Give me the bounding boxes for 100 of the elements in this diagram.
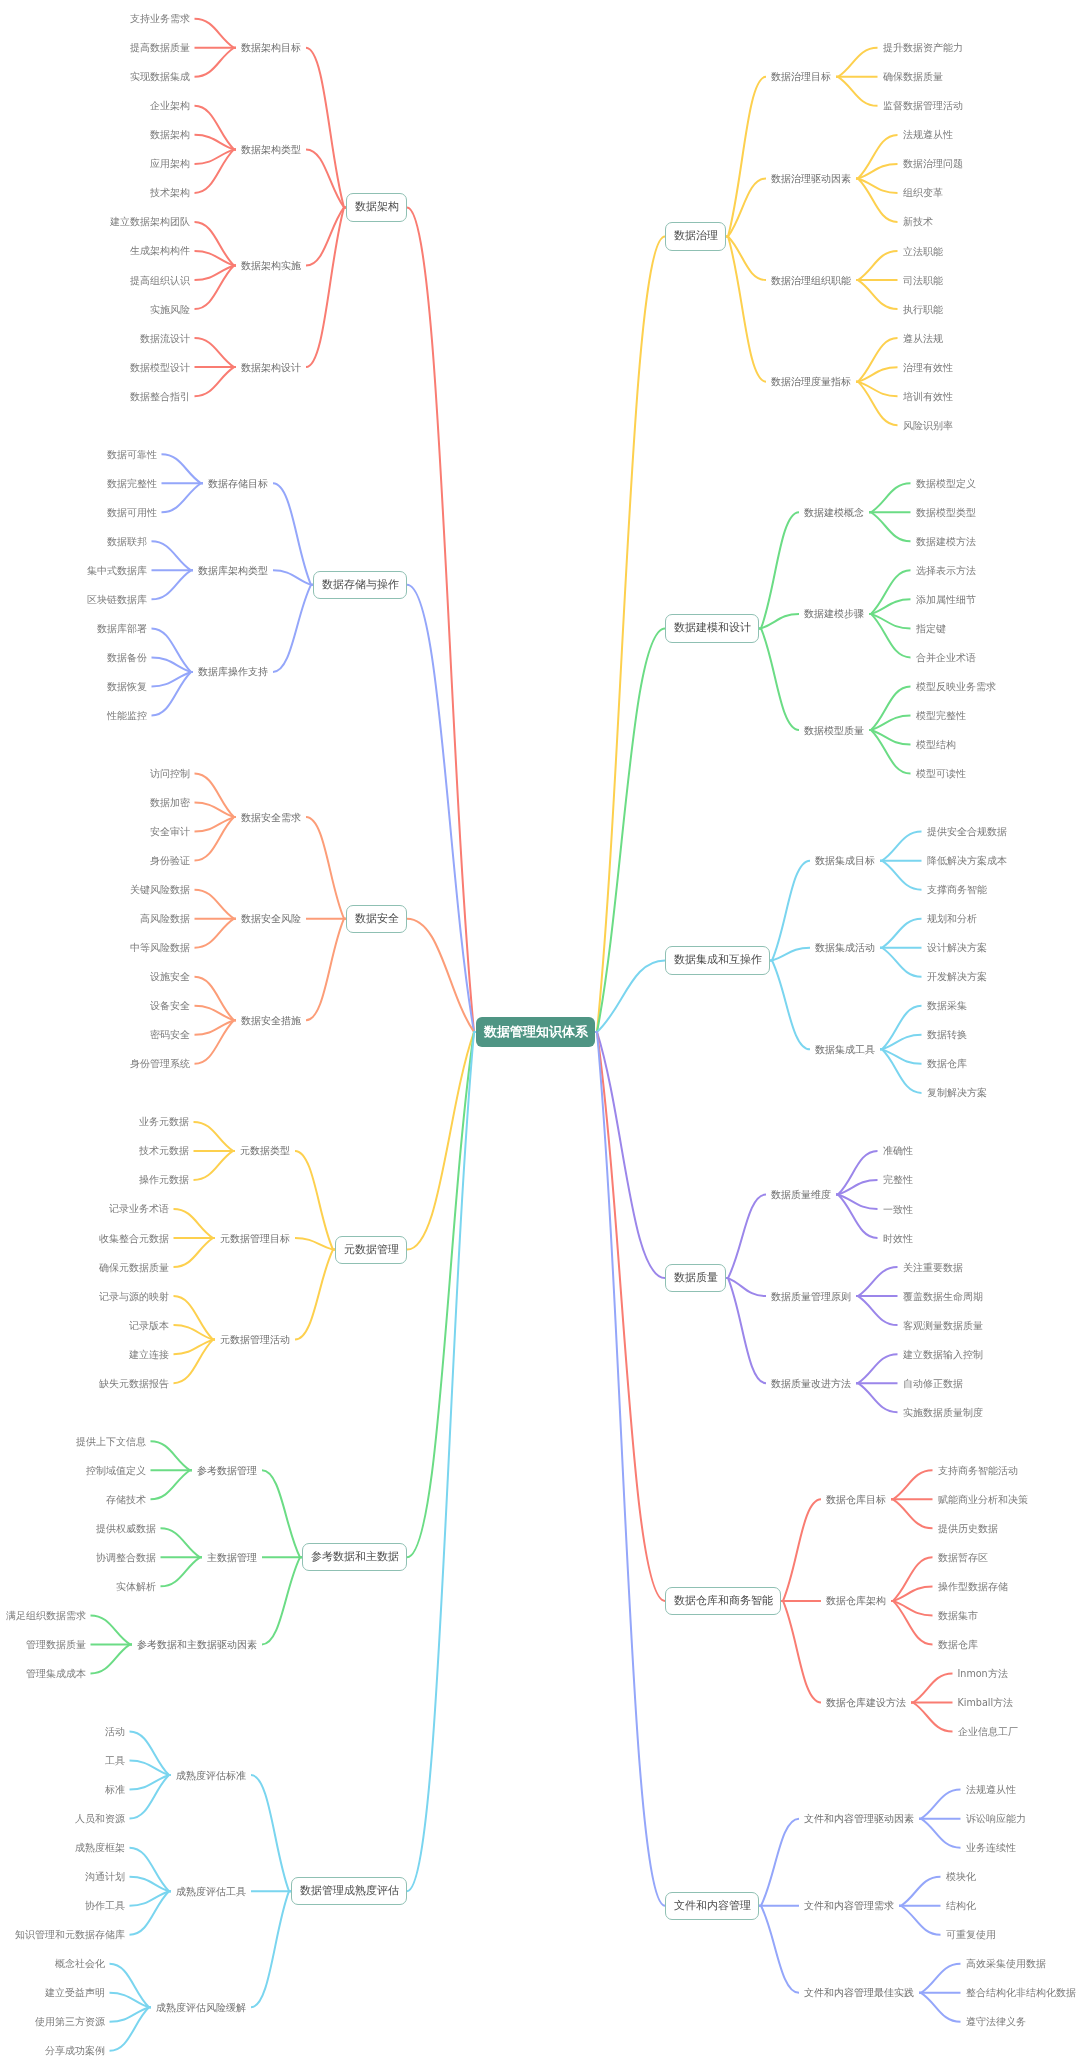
item-label: 自动修正数据 <box>902 1376 963 1390</box>
branch-line <box>918 1788 962 1820</box>
subtopic-label: 参考数据和主数据驱动因素 <box>137 1637 257 1651</box>
branch-line <box>193 250 237 267</box>
item-label: 规划和分析 <box>926 912 977 926</box>
item-label: 赋能商业分析和决策 <box>937 1492 1028 1506</box>
item-label: 提供权威数据 <box>95 1521 156 1535</box>
item-label: Inmon方法 <box>957 1666 1008 1680</box>
item-label: 协作工具 <box>84 1899 125 1913</box>
branch-line <box>305 917 347 1022</box>
item-label: 企业信息工厂 <box>957 1725 1018 1739</box>
branch-line <box>918 1817 962 1849</box>
item-label: 结构化 <box>945 1899 976 1913</box>
topic-box: 数据架构 <box>346 193 407 222</box>
branch-line <box>769 959 811 1051</box>
branch-line <box>879 859 923 891</box>
item-label: 操作型数据存储 <box>937 1579 1008 1593</box>
item-label: 企业架构 <box>149 99 190 113</box>
item-label: 数据模型设计 <box>129 360 190 374</box>
branch-line <box>305 206 347 369</box>
item-label: 提供上下文信息 <box>75 1434 146 1448</box>
branch-line <box>855 177 899 223</box>
branch-line <box>294 1248 336 1341</box>
item-label: 控制域值定义 <box>85 1463 146 1477</box>
branch-line <box>305 816 347 920</box>
branch-line <box>250 1774 292 1893</box>
branch-line <box>879 946 923 978</box>
branch-line <box>159 1556 203 1588</box>
item-label: 数据恢复 <box>106 679 147 693</box>
item-label: 选择表示方法 <box>915 563 976 577</box>
item-label: 知识管理和元数据存储库 <box>14 1928 125 1942</box>
item-label: 数据联邦 <box>106 534 147 548</box>
item-label: 设计解决方案 <box>926 941 987 955</box>
item-label: 人员和资源 <box>74 1812 125 1826</box>
branch-line <box>758 1817 800 1907</box>
item-label: 时效性 <box>882 1231 913 1245</box>
branch-line <box>193 816 237 862</box>
item-label: 中等风险数据 <box>129 941 190 955</box>
topic-box: 数据仓库和商务智能 <box>665 1586 781 1615</box>
topic-box: 元数据管理 <box>335 1235 407 1264</box>
item-label: 数据流设计 <box>139 331 190 345</box>
subtopic-label: 数据治理驱动因素 <box>771 171 851 185</box>
item-label: 收集整合元数据 <box>98 1231 169 1245</box>
branch-line <box>758 1904 800 1994</box>
branch-line <box>149 1469 193 1501</box>
item-label: 实现数据集成 <box>129 70 190 84</box>
item-label: 数据模型类型 <box>915 505 976 519</box>
branch-line <box>868 729 912 775</box>
branch-line <box>150 569 194 601</box>
item-label: 生成架构构件 <box>129 244 190 258</box>
branch-line <box>128 1730 172 1777</box>
branch-line <box>193 148 237 165</box>
branch-line <box>855 1295 899 1327</box>
branch-line <box>193 772 237 819</box>
item-label: 支持业务需求 <box>129 12 190 26</box>
item-label: 模型结构 <box>915 738 956 751</box>
branch-line <box>192 1149 236 1181</box>
item-label: 确保元数据质量 <box>98 1260 169 1274</box>
item-label: 提供安全合规数据 <box>926 825 1007 839</box>
branch-line <box>172 1324 216 1341</box>
branch-line <box>898 1904 942 1936</box>
item-label: 实施风险 <box>149 302 190 316</box>
item-label: 风险识别率 <box>902 418 953 432</box>
item-label: 数据转换 <box>926 1028 967 1042</box>
item-label: 数据可用性 <box>106 505 157 519</box>
branch-line <box>758 612 800 630</box>
subtopic-label: 数据仓库架构 <box>826 1594 886 1608</box>
branch-line <box>108 1962 152 2009</box>
item-label: 区块链数据库 <box>86 592 147 606</box>
branch-line <box>835 1178 879 1196</box>
item-label: 数据仓库 <box>926 1057 967 1071</box>
subtopic-label: 数据库操作支持 <box>198 665 268 679</box>
subtopic-label: 数据集成目标 <box>815 854 875 868</box>
item-label: 数据库部署 <box>96 621 147 635</box>
item-label: 数据备份 <box>106 650 147 664</box>
item-label: 存储技术 <box>105 1492 146 1506</box>
item-label: 建立数据架构团队 <box>109 215 190 229</box>
item-label: 高效采集使用数据 <box>965 1957 1046 1971</box>
subtopic-label: 数据库架构类型 <box>198 563 268 577</box>
branch-line <box>193 46 237 78</box>
item-label: 访问控制 <box>149 767 190 780</box>
item-label: 执行职能 <box>902 302 943 316</box>
branch-line <box>855 1266 899 1298</box>
item-label: 指定键 <box>915 621 946 635</box>
item-label: 数据可靠性 <box>106 447 157 461</box>
item-label: 数据整合指引 <box>129 389 190 403</box>
branch-line <box>594 627 666 1033</box>
item-label: 准确性 <box>882 1144 913 1158</box>
subtopic-label: 数据存储目标 <box>208 476 268 490</box>
branch-line <box>855 380 899 427</box>
branch-line <box>172 1338 216 1385</box>
subtopic-label: 文件和内容管理最佳实践 <box>804 1986 914 2000</box>
item-label: 操作元数据 <box>138 1173 189 1187</box>
branch-line <box>890 1498 934 1530</box>
topic-box: 参考数据和主数据 <box>302 1543 407 1572</box>
item-label: 模块化 <box>945 1870 976 1884</box>
item-label: 数据治理问题 <box>902 157 963 171</box>
branch-line <box>855 1382 899 1414</box>
branch-line <box>128 1890 172 1936</box>
item-label: 组织变革 <box>902 186 943 200</box>
